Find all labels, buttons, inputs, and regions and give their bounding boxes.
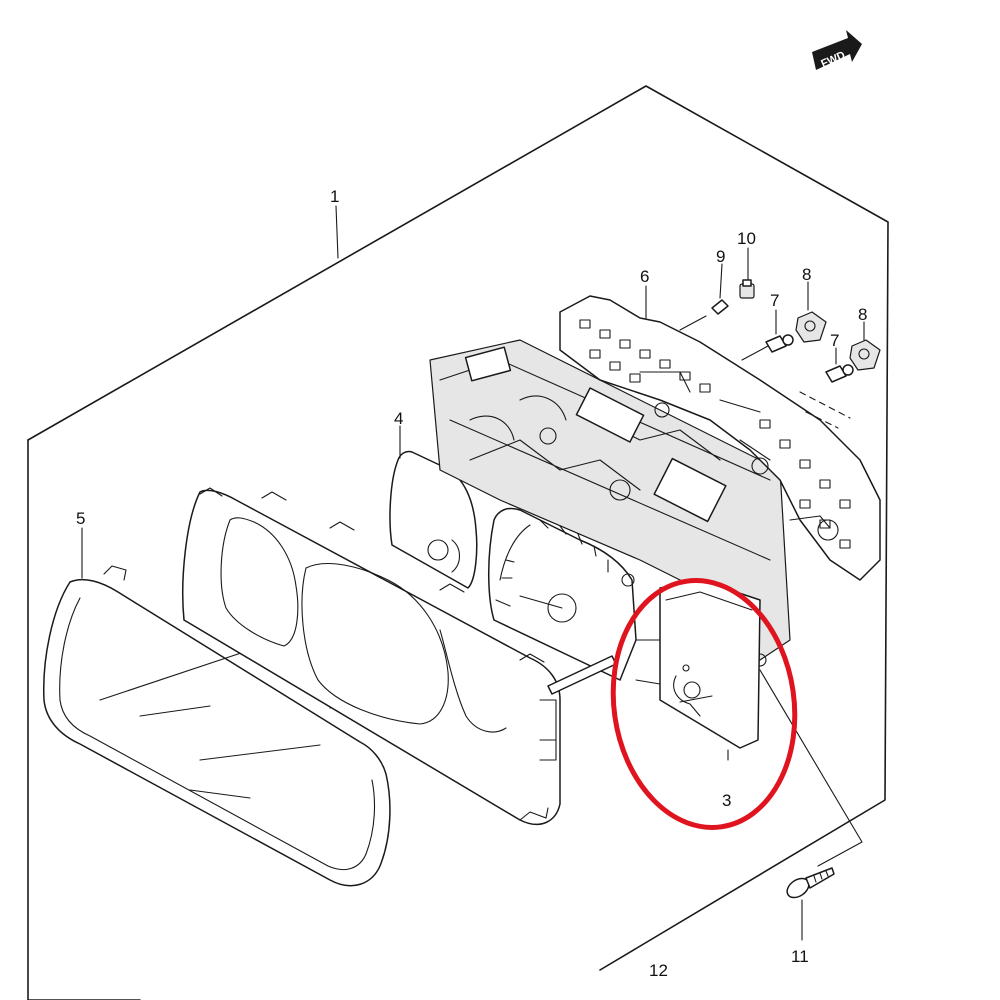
callout-10: 10 [737, 229, 756, 248]
assembly-boundary-top-left [27, 85, 889, 971]
highlight-ring [610, 578, 798, 830]
callout-9: 9 [716, 247, 725, 266]
meter-case-hood [182, 487, 561, 825]
callout-8-upper: 8 [802, 265, 811, 284]
callout-8-lower: 8 [858, 305, 867, 324]
part-3-gauge-unit [635, 579, 761, 749]
callout-1: 1 [330, 187, 339, 206]
part-4-gauge-plate [389, 450, 478, 589]
part-6-circuit-board [559, 295, 881, 581]
fwd-direction-badge: FWD [812, 30, 862, 70]
part-7-bulb-upper [765, 334, 794, 353]
part-9-pin [711, 299, 729, 315]
callout-6: 6 [640, 267, 649, 286]
part-11-screw [786, 867, 835, 899]
callout-7-upper: 7 [770, 291, 779, 310]
callout-11: 11 [791, 947, 809, 966]
callout-7-lower: 7 [830, 331, 839, 350]
part-10-bulb-socket [739, 279, 755, 299]
callout-3: 3 [722, 791, 731, 810]
part-8-socket-lower [849, 339, 881, 371]
speedometer-dial-face [487, 507, 637, 681]
callout-5: 5 [76, 509, 85, 528]
callout-12: 12 [649, 961, 668, 980]
part-8-socket-upper [795, 311, 827, 343]
part-7-bulb-lower [825, 364, 854, 383]
callout-4: 4 [394, 409, 403, 428]
